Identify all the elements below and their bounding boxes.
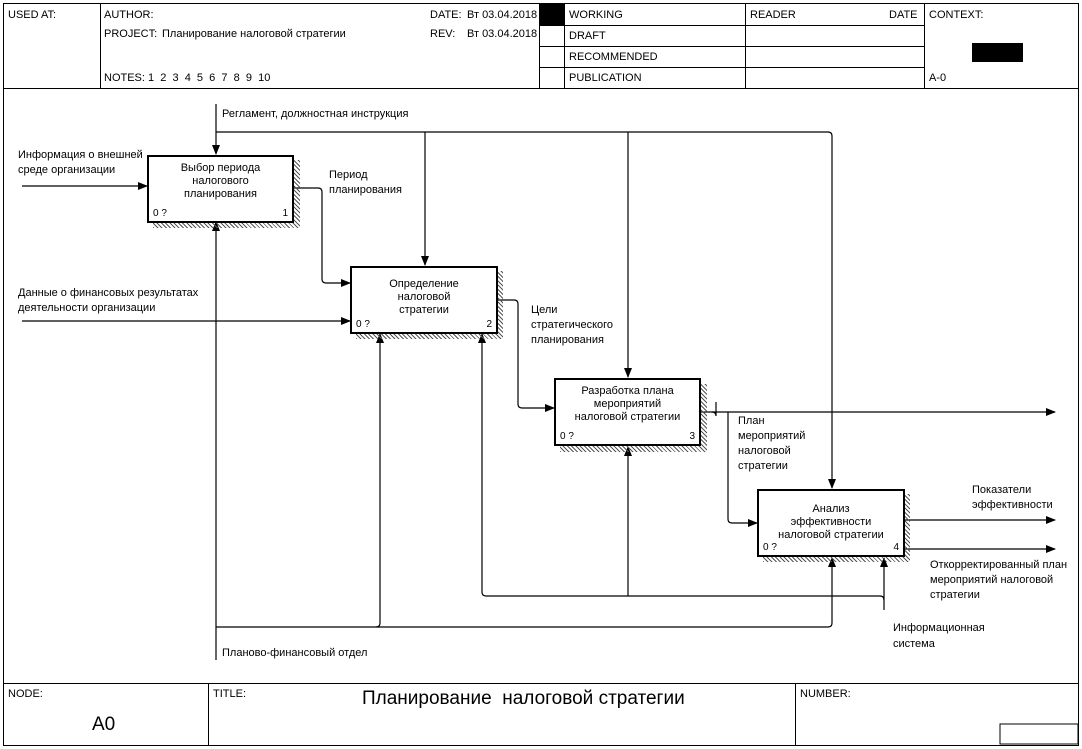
box4-number: 4 [893,542,899,553]
box3-title: Разработка плана мероприятий налоговой с… [574,385,681,423]
context-marker [972,43,1023,62]
arrow-period [293,187,351,287]
label-period-line1: Период [329,169,368,181]
context-label: CONTEXT: [929,9,984,21]
reader-label: READER [750,9,796,21]
label-indicators-line1: Показатели [972,484,1032,496]
arrow-plan-to-box4 [727,412,758,527]
node-label: NODE: [8,688,43,700]
activity-box-3[interactable]: Разработка плана мероприятий налоговой с… [554,378,701,446]
date-value: Вт 03.04.2018 [467,9,538,21]
label-corrected-line3: стратегии [930,589,980,601]
reader-date-label: DATE [889,9,918,21]
label-goals-line3: планирования [531,334,604,346]
used-at-label: USED AT: [8,9,57,21]
box3-cost: 0 ? [560,431,574,442]
box1-number: 1 [282,208,288,219]
box2-cost: 0 ? [356,319,370,330]
label-fin-line2: деятельности организации [18,302,156,314]
status-recommended: RECOMMENDED [569,51,658,63]
project-value: Планирование налоговой стратегии [162,28,346,40]
arrow-infosys-to-box2 [478,333,885,601]
rev-label: REV: [430,28,456,40]
label-plan-line2: мероприятий [738,430,806,442]
label-ext-info-line1: Информация о внешней [18,149,143,161]
box3-number: 3 [689,431,695,442]
label-infosys-line2: система [893,638,935,650]
status-publication: PUBLICATION [569,72,642,84]
label-corrected-line2: мероприятий налоговой [930,574,1054,586]
arrow-control-to-box4 [216,131,836,489]
arrow-goals [497,299,555,412]
activity-box-4[interactable]: Анализ эффективности налоговой стратегии… [757,489,905,557]
label-plan-line4: стратегии [738,460,788,472]
arrow-mech-to-box2 [375,333,384,628]
label-control-reglament: Регламент, должностная инструкция [222,108,409,120]
date-label: DATE: [430,9,462,21]
box2-number: 2 [486,319,492,330]
label-fin-dept: Планово-финансовый отдел [222,647,368,659]
label-period-line2: планирования [329,184,402,196]
activity-box-1[interactable]: Выбор периода налогового планирования 0 … [147,155,294,223]
status-working: WORKING [569,9,623,21]
node-value: A0 [92,714,116,735]
box4-title: Анализ эффективности налоговой стратегии [778,503,884,541]
label-fin-line1: Данные о финансовых результатах [18,287,199,299]
number-label: NUMBER: [800,688,851,700]
rev-value: Вт 03.04.2018 [467,28,538,40]
working-marker [540,4,564,25]
title-label: TITLE: [213,688,247,700]
box1-title: Выбор периода налогового планирования [180,162,261,200]
context-node: A-0 [929,72,947,84]
box4-cost: 0 ? [763,542,777,553]
label-ext-info-line2: среде организации [18,164,116,176]
arrow-mech-to-box4 [216,557,836,628]
activity-box-2[interactable]: Определение налоговой стратегии 0 ? 2 [350,266,498,334]
notes-label: NOTES: [104,72,145,84]
page-frame [3,3,1079,746]
author-label: AUTHOR: [104,9,154,21]
label-goals-line1: Цели [531,304,558,316]
status-draft: DRAFT [569,30,606,42]
label-plan-line1: План [738,415,765,427]
label-corrected-line1: Откорректированный план [930,559,1068,571]
label-infosys-line1: Информационная [893,622,985,634]
label-indicators-line2: эффективности [972,499,1053,511]
box2-title: Определение налоговой стратегии [389,278,459,316]
notes-values: 1 2 3 4 5 6 7 8 9 10 [148,72,271,84]
label-plan-line3: налоговой [738,445,791,457]
box1-cost: 0 ? [153,208,167,219]
label-goals-line2: стратегического [531,319,614,331]
diagram-title: Планирование налоговой стратегии [362,688,685,709]
project-label: PROJECT: [104,28,158,40]
